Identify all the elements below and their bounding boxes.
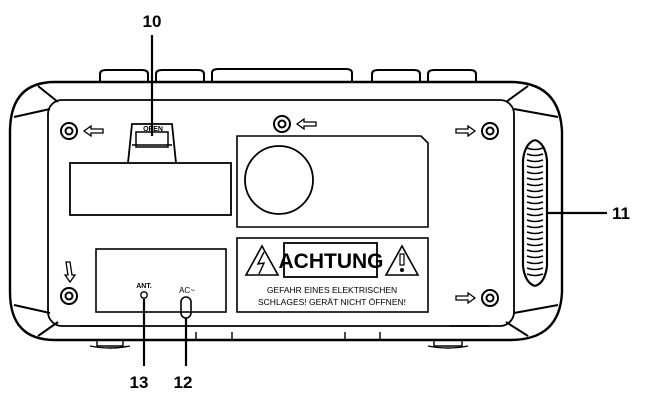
callout-12: 12 [174, 373, 193, 392]
callout-13: 13 [130, 373, 149, 392]
open-label: OPEN [143, 126, 163, 133]
battery-compartment [69, 123, 232, 216]
warning-label [236, 237, 429, 313]
achtung-heading: ACHTUNG [279, 250, 384, 273]
device-feet [80, 325, 490, 349]
device-outer-casing [8, 80, 564, 342]
connector-panel [95, 248, 227, 319]
leader-lines [142, 35, 607, 366]
screw-bottom-left [60, 287, 78, 305]
antenna-jack [140, 291, 148, 299]
ant-label: ANT. [136, 283, 152, 290]
exclamation-icon [399, 253, 405, 272]
screw-top-right [481, 122, 499, 140]
warning-line-1: GEFAHR EINES ELEKTRISCHEN [267, 285, 397, 295]
callout-11: 11 [612, 204, 630, 223]
warning-line-2: SCHLAGES! GERÄT NICHT ÖFFNEN! [258, 297, 406, 307]
top-buttons [99, 68, 477, 82]
screw-top-left [60, 122, 78, 140]
arrow-icon [63, 117, 477, 305]
speaker-grille [521, 138, 549, 288]
screw-bottom-right [481, 289, 499, 307]
rating-label-area [236, 135, 429, 228]
device-inner-face [47, 99, 515, 327]
screw-top-center [273, 115, 291, 133]
callout-10: 10 [143, 12, 162, 31]
ac-cord-inlet [180, 296, 192, 319]
lightning-icon [256, 251, 266, 275]
ac-label: AC~ [179, 286, 195, 295]
